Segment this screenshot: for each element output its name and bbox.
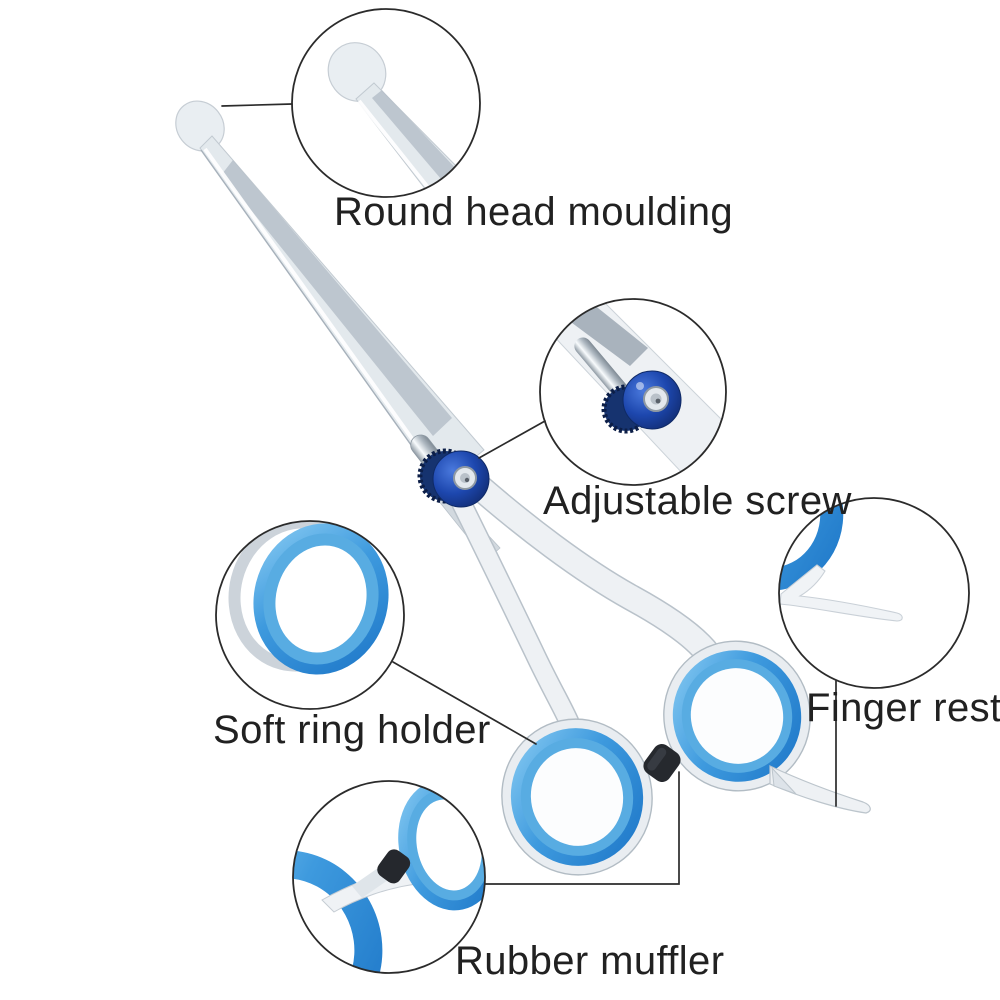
leader-lines [221, 103, 837, 885]
leader-soft-ring-holder [392, 661, 537, 745]
callout-circle-adjustable-screw [539, 298, 727, 486]
finger-rest-part [769, 765, 871, 814]
label-rubber-muffler: Rubber muffler [455, 939, 725, 983]
leader-adjustable-screw [478, 420, 546, 459]
upper-shank [446, 456, 722, 668]
label-finger-rest: Finger rest [806, 686, 1000, 730]
callout-circle-soft-ring-holder [215, 520, 405, 710]
magnified-round-tip [327, 42, 469, 197]
leader-rubber-muffler [484, 771, 680, 885]
upper-handle-ring [663, 640, 811, 792]
leader-round-head [221, 103, 293, 107]
label-soft-ring-holder: Soft ring holder [213, 708, 491, 752]
rubber-muffler-part [643, 744, 681, 782]
blade [199, 135, 485, 488]
magnified-soft-ring [228, 521, 389, 675]
label-adjustable-screw: Adjustable screw [543, 479, 852, 523]
label-round-head-moulding: Round head moulding [334, 190, 734, 234]
lower-shank [439, 469, 580, 733]
scissors [175, 100, 871, 876]
blade-bevel [222, 160, 452, 436]
callout-circle-round-head [291, 8, 481, 198]
lower-handle-ring [501, 718, 653, 876]
pivot-screw [417, 448, 490, 508]
